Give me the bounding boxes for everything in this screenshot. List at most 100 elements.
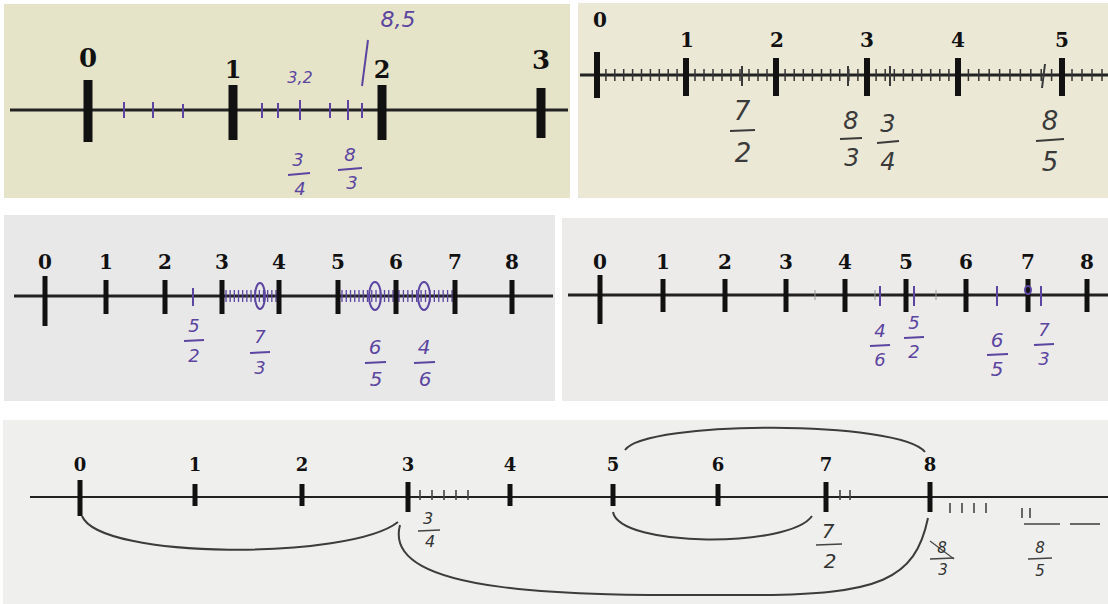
axis-number: 3 xyxy=(779,252,793,272)
axis-number: 5 xyxy=(1055,30,1069,50)
minor-tick xyxy=(912,69,914,81)
minor-tick xyxy=(1051,69,1053,81)
handwritten-mark: 5 xyxy=(1035,564,1045,579)
handwritten-mark: 3 xyxy=(423,511,433,527)
photo-panel xyxy=(3,420,1108,604)
minor-tick xyxy=(739,69,741,81)
minor-tick xyxy=(803,69,805,81)
axis-number: 1 xyxy=(99,252,113,272)
minor-tick xyxy=(978,69,980,81)
minor-tick xyxy=(748,69,750,81)
minor-tick xyxy=(392,290,393,302)
minor-tick xyxy=(632,69,634,81)
minor-tick xyxy=(830,69,832,81)
minor-tick xyxy=(250,290,251,302)
handwritten-mark: 4 xyxy=(418,337,431,357)
minor-tick xyxy=(999,69,1001,81)
axis-number: 5 xyxy=(607,456,620,474)
minor-tick xyxy=(939,69,941,81)
axis-number: 5 xyxy=(331,252,345,272)
handwritten-mark: 3,2 xyxy=(287,70,312,86)
minor-tick xyxy=(234,290,235,302)
minor-tick xyxy=(988,69,990,81)
number-line xyxy=(14,276,553,363)
minor-tick xyxy=(694,69,696,81)
axis-number: 4 xyxy=(838,252,852,272)
minor-tick xyxy=(438,290,439,302)
minor-tick xyxy=(703,69,705,81)
minor-tick xyxy=(259,290,260,302)
handwritten-mark: 4 xyxy=(880,150,895,174)
handwritten-mark: 3 xyxy=(880,112,895,136)
minor-tick xyxy=(894,69,896,81)
axis-number: 8 xyxy=(1080,252,1094,272)
minor-tick xyxy=(948,69,950,81)
minor-tick xyxy=(242,290,243,302)
handwritten-mark: 8 xyxy=(937,541,947,556)
minor-tick xyxy=(784,69,786,81)
minor-tick xyxy=(930,69,932,81)
axis-number: 0 xyxy=(38,252,52,272)
axis-number: 4 xyxy=(272,252,286,272)
axis-number: 6 xyxy=(959,252,973,272)
axis-number: 4 xyxy=(504,456,517,474)
minor-tick xyxy=(363,290,364,302)
minor-tick xyxy=(766,69,768,81)
minor-tick xyxy=(275,290,276,302)
minor-tick xyxy=(1020,69,1022,81)
minor-tick xyxy=(350,290,351,302)
axis-number: 3 xyxy=(215,252,229,272)
axis-number: 0 xyxy=(74,456,87,474)
minor-tick xyxy=(650,69,652,81)
handwritten-mark: 3 xyxy=(844,146,859,170)
minor-tick xyxy=(757,69,759,81)
photo-panel xyxy=(4,215,555,401)
axis-number: 8 xyxy=(505,252,519,272)
minor-tick xyxy=(403,290,404,302)
axis-number: 1 xyxy=(189,456,202,474)
minor-tick xyxy=(712,69,714,81)
minor-tick xyxy=(354,290,355,302)
axis-number: 0 xyxy=(79,45,97,71)
handwritten-mark: 7 xyxy=(1038,321,1049,339)
minor-tick xyxy=(857,69,859,81)
handwritten-mark: 5 xyxy=(188,317,199,335)
minor-tick xyxy=(398,290,399,302)
handwritten-mark: 7 xyxy=(734,98,751,124)
handwritten-mark: 3 xyxy=(1038,350,1049,368)
axis-number: 1 xyxy=(656,252,670,272)
photo-panel xyxy=(4,4,570,198)
minor-tick xyxy=(812,69,814,81)
axis-number: 7 xyxy=(448,252,462,272)
minor-tick xyxy=(721,69,723,81)
number-line xyxy=(30,428,1108,595)
minor-tick xyxy=(730,69,732,81)
handwritten-mark: 5 xyxy=(991,359,1004,379)
handwritten-mark: 8,5 xyxy=(381,9,416,31)
handwritten-mark: 5 xyxy=(370,369,383,389)
handwritten-mark: 3 xyxy=(938,563,948,578)
minor-tick xyxy=(667,69,669,81)
handwritten-mark: 3 xyxy=(346,174,357,192)
axis-number: 7 xyxy=(1021,252,1035,272)
minor-tick xyxy=(230,290,231,302)
axis-number: 2 xyxy=(374,58,391,82)
axis-number: 1 xyxy=(680,30,694,50)
handwritten-mark: 3 xyxy=(292,151,303,169)
minor-tick xyxy=(412,290,413,302)
axis-number: 1 xyxy=(225,58,242,82)
axis-number: 0 xyxy=(593,252,607,272)
minor-tick xyxy=(451,290,452,302)
minor-tick xyxy=(407,290,408,302)
minor-tick xyxy=(384,290,385,302)
minor-tick xyxy=(425,290,426,302)
handwritten-mark: 5 xyxy=(908,314,919,332)
minor-tick xyxy=(341,290,342,302)
handwritten-mark: 7 xyxy=(822,521,835,541)
axis-number: 2 xyxy=(718,252,732,272)
handwritten-mark: 4 xyxy=(425,534,435,550)
minor-tick xyxy=(434,290,435,302)
minor-tick xyxy=(605,69,607,81)
minor-tick xyxy=(623,69,625,81)
